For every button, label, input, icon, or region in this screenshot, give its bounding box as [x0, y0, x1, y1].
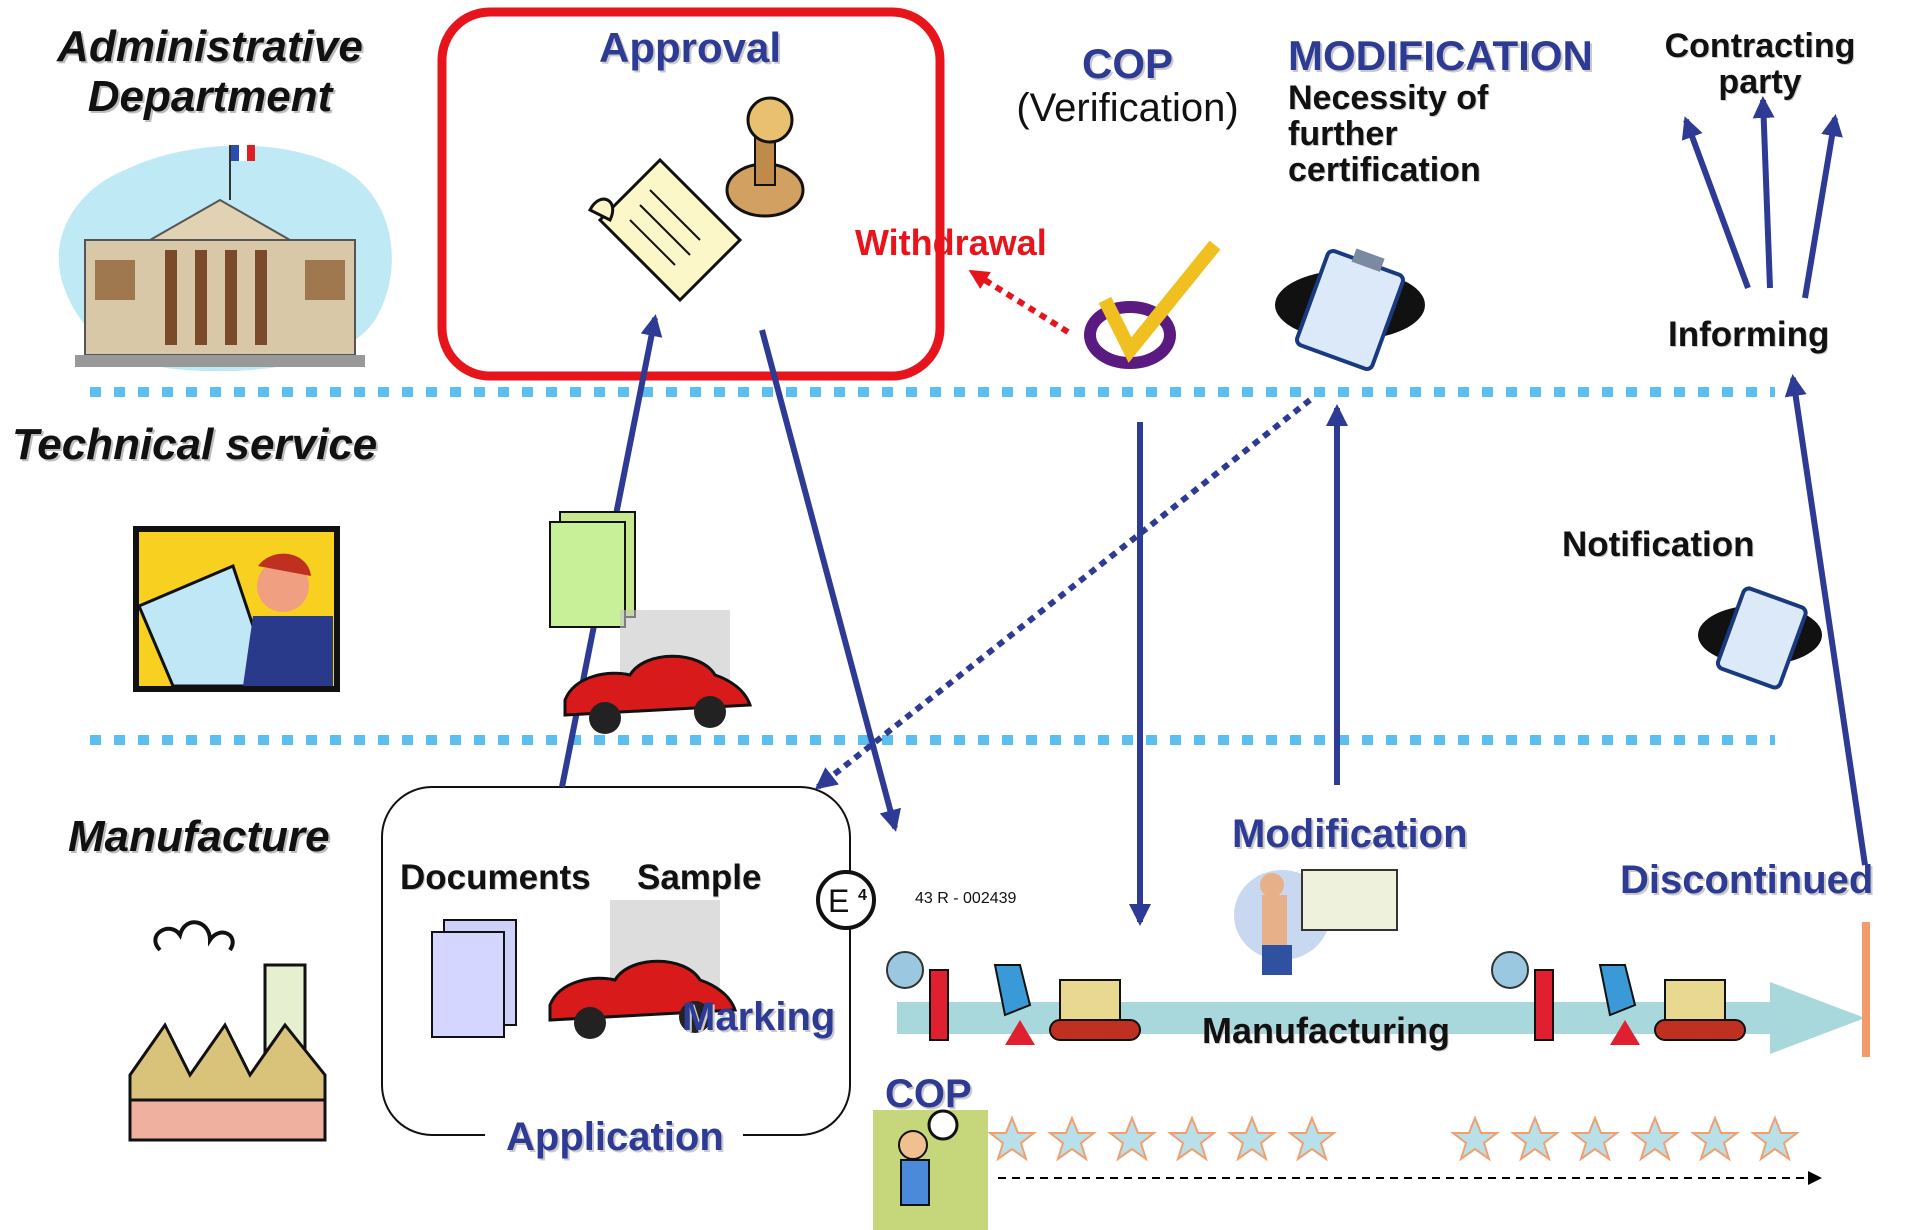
cop-bottom-label: COP — [885, 1072, 972, 1116]
row-label-technical: Technical service — [12, 420, 378, 469]
star-icon — [1047, 1115, 1097, 1162]
arrow-approval-to-manufacture — [759, 329, 901, 832]
modification-top-line1: Necessity of — [1288, 79, 1489, 117]
modification-top: MODIFICATION Necessity of further certif… — [1288, 32, 1618, 188]
cop-top-subtitle: (Verification) — [1016, 86, 1239, 130]
stars-right — [1450, 1115, 1800, 1162]
car-icon — [563, 610, 753, 734]
approval-code: 43 R - 002439 — [915, 890, 1017, 907]
arrow-inform-right — [1802, 114, 1843, 299]
contracting-party-line2: party — [1718, 63, 1802, 101]
application-label: Application — [506, 1115, 724, 1159]
machinery-icons-left — [886, 951, 1141, 1045]
row-label-administrative-line2: Department — [87, 72, 333, 121]
sample-label: Sample — [637, 858, 762, 897]
informing-label: Informing — [1668, 315, 1830, 354]
star-icon — [987, 1115, 1037, 1162]
star-icon — [1510, 1115, 1560, 1162]
machinery-icons-right — [1491, 951, 1746, 1045]
manufacturing-label: Manufacturing — [1202, 1010, 1450, 1051]
drafter-icon — [133, 526, 340, 692]
arrow-inform-left — [1681, 116, 1751, 290]
row-label-administrative: Administrative Department — [40, 22, 380, 122]
modification-top-title: MODIFICATION — [1288, 32, 1593, 79]
clipboard-icon — [1275, 248, 1425, 371]
row-label-administrative-line1: Administrative — [57, 22, 363, 71]
car-icon — [548, 900, 738, 1039]
discontinued-label: Discontinued — [1620, 858, 1874, 902]
arrow-discontinued-up — [1784, 374, 1868, 866]
e-mark-number: 4 — [858, 887, 867, 904]
checkmark-icon — [1084, 240, 1221, 369]
star-icon — [1570, 1115, 1620, 1162]
withdrawal-label: Withdrawal — [855, 222, 1047, 263]
svg-text:E: E — [828, 883, 849, 919]
documents-icon — [549, 511, 636, 628]
marking-label: Marking — [682, 995, 836, 1039]
star-icon — [1450, 1115, 1500, 1162]
star-icon — [1167, 1115, 1217, 1162]
star-icon — [1750, 1115, 1800, 1162]
arrow-inform-mid — [1752, 96, 1775, 289]
cop-verification: COP (Verification) — [1000, 40, 1255, 131]
notification-label: Notification — [1562, 525, 1755, 564]
inspector-icon — [873, 1109, 988, 1230]
star-icon — [1287, 1115, 1337, 1162]
stars-left — [987, 1115, 1337, 1162]
scroll-stamp-icon — [587, 96, 805, 303]
arrow-withdrawal — [968, 269, 1070, 335]
e-mark-icon: E — [816, 870, 876, 930]
documents-icon — [431, 919, 517, 1038]
modification-worker-icon — [1234, 869, 1398, 975]
modification-top-line2: further — [1288, 115, 1398, 153]
documents-label: Documents — [400, 858, 591, 897]
cop-top-title: COP — [1081, 40, 1173, 87]
star-icon — [1227, 1115, 1277, 1162]
factory-icon — [128, 920, 327, 1142]
modification-top-line3: certification — [1288, 151, 1481, 189]
contracting-party-label: Contracting party — [1640, 28, 1880, 100]
approval-label: Approval — [598, 24, 782, 71]
row-label-manufacture: Manufacture — [68, 812, 330, 861]
approval-box — [437, 7, 945, 381]
modification-mid-label: Modification — [1232, 812, 1468, 856]
contracting-party-line1: Contracting — [1664, 27, 1856, 65]
courthouse-icon — [58, 145, 392, 372]
star-icon — [1630, 1115, 1680, 1162]
star-icon — [1107, 1115, 1157, 1162]
discontinued-bar — [1862, 922, 1870, 1057]
arrow-dotted-modification — [814, 397, 1312, 790]
star-icon — [1690, 1115, 1740, 1162]
clipboard-icon — [1698, 586, 1822, 690]
